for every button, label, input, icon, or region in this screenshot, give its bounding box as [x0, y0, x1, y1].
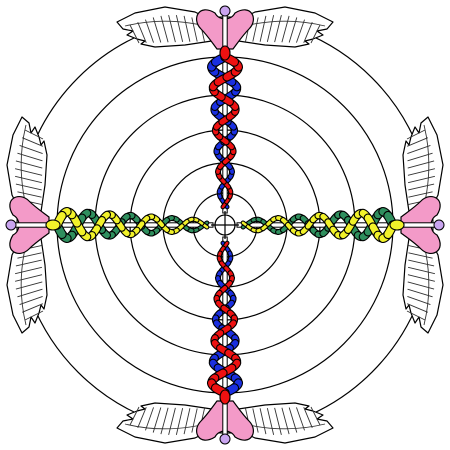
caduceus-right: [236, 116, 445, 334]
snake-blue: [206, 45, 242, 210]
snake-red: [206, 240, 242, 405]
staff-knob: [219, 5, 231, 17]
snake-yellow: [45, 206, 210, 242]
snake-yellow: [240, 208, 405, 244]
caduceus-top: [116, 5, 334, 214]
caduceus-bottom: [116, 236, 334, 445]
staff-knob: [5, 219, 17, 231]
center-crosshair: [211, 211, 239, 239]
caduceus-arms: [5, 5, 445, 445]
caduceus-left: [5, 116, 214, 334]
snake-red: [208, 45, 244, 210]
staff-knob: [219, 433, 231, 445]
staff-knob: [433, 219, 445, 231]
